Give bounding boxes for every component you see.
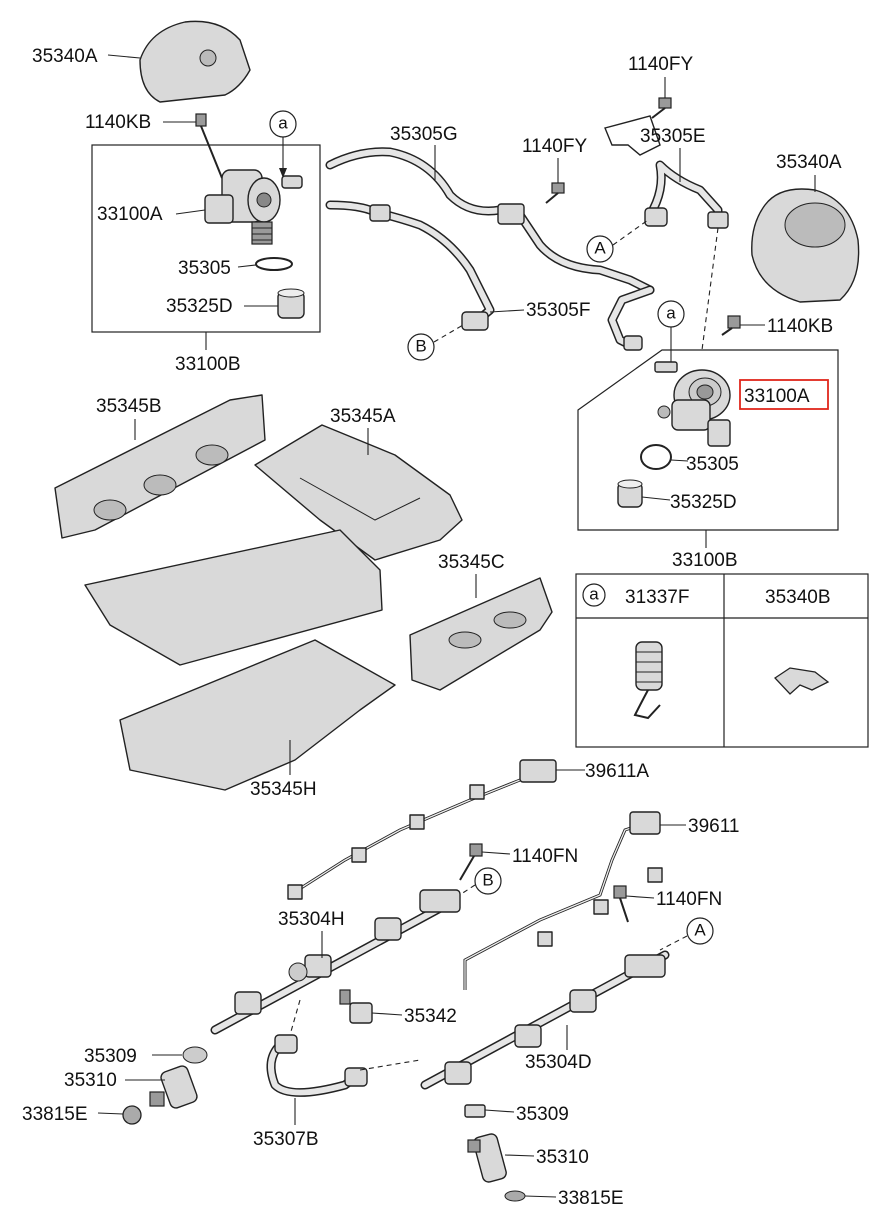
callout-B-lower-text: B bbox=[482, 871, 493, 890]
label-33815E-right: 33815E bbox=[558, 1188, 624, 1209]
label-33100A-right: 33100A bbox=[744, 386, 810, 407]
seal-33815E-right bbox=[504, 1190, 526, 1202]
callout-A-mid bbox=[586, 235, 614, 263]
engine-cover-top-left bbox=[139, 20, 251, 103]
connector-31337F-icon bbox=[633, 641, 663, 720]
callout-a-right-text: a bbox=[666, 304, 676, 323]
cover-35345H bbox=[119, 639, 396, 791]
fuel-rail-35304H bbox=[210, 889, 461, 1035]
label-33100A-left: 33100A bbox=[97, 204, 163, 225]
wiring-harness-39611A bbox=[287, 759, 557, 900]
injector-clip-35309-left bbox=[182, 1046, 208, 1064]
label-35305-left: 35305 bbox=[178, 258, 231, 279]
box-33100B-right bbox=[577, 349, 839, 531]
pipe-to-right-pump bbox=[607, 285, 655, 351]
label-35305G: 35305G bbox=[390, 124, 458, 145]
callout-B-lower bbox=[474, 867, 502, 895]
label-35305F: 35305F bbox=[526, 300, 590, 321]
fuel-pipe-35305E bbox=[604, 115, 729, 229]
callout-A-mid-text: A bbox=[594, 239, 606, 258]
bolt-1140FN-b bbox=[613, 885, 629, 923]
callout-a-left-text: a bbox=[278, 114, 288, 133]
bolt-1140FY-top bbox=[651, 97, 672, 119]
high-pressure-fuel-pump-left bbox=[204, 169, 303, 245]
label-39611: 39611 bbox=[688, 816, 739, 837]
cover-35345A bbox=[254, 424, 463, 561]
table-callout-a: a bbox=[589, 585, 599, 604]
label-35310-left: 35310 bbox=[64, 1070, 117, 1091]
bolt-1140KB-top bbox=[195, 113, 223, 179]
label-33100B-right: 33100B bbox=[672, 550, 738, 571]
callout-A-lower bbox=[686, 917, 714, 945]
label-39611A: 39611A bbox=[585, 761, 649, 782]
bolt-1140KB-right bbox=[721, 315, 741, 336]
label-35340A-top: 35340A bbox=[32, 46, 98, 67]
crossover-pipe-35307B bbox=[266, 1034, 368, 1097]
bolt-1140FN-a bbox=[459, 843, 483, 881]
wiring-harness-39611 bbox=[463, 811, 663, 990]
label-35304D: 35304D bbox=[525, 1052, 592, 1073]
label-35345A: 35345A bbox=[330, 406, 396, 427]
engine-cover-right bbox=[751, 188, 860, 303]
table-col-35340B: 35340B bbox=[765, 587, 831, 608]
high-pressure-fuel-pump-right bbox=[654, 361, 731, 447]
label-35309-left: 35309 bbox=[84, 1046, 137, 1067]
table-col-31337F: 31337F bbox=[625, 587, 689, 608]
tappet-35325D-left bbox=[277, 288, 305, 319]
pressure-sensor-35342 bbox=[339, 989, 373, 1024]
label-33815E-left: 33815E bbox=[22, 1104, 88, 1125]
label-35345C: 35345C bbox=[438, 552, 505, 573]
fuel-pipe-35305G bbox=[325, 147, 655, 295]
cover-35345C bbox=[409, 577, 553, 691]
cover-35345-main bbox=[84, 529, 383, 666]
label-35305E: 35305E bbox=[640, 126, 706, 147]
label-35325D-right: 35325D bbox=[670, 492, 737, 513]
o-ring-35305-right bbox=[640, 444, 672, 470]
fuel-pipe-35305F bbox=[325, 200, 495, 331]
cover-35345B bbox=[54, 394, 266, 539]
callout-B-mid bbox=[407, 333, 435, 361]
label-35309-right: 35309 bbox=[516, 1104, 569, 1125]
label-35305-right: 35305 bbox=[686, 454, 739, 475]
label-35304H: 35304H bbox=[278, 909, 345, 930]
fuel-rail-35304D bbox=[420, 950, 670, 1090]
label-35310-right: 35310 bbox=[536, 1147, 589, 1168]
label-35307B: 35307B bbox=[253, 1129, 319, 1150]
injector-clip-35309-right bbox=[464, 1104, 486, 1118]
label-1140KB-right: 1140KB bbox=[767, 316, 833, 337]
callout-B-mid-text: B bbox=[415, 337, 426, 356]
label-35345B: 35345B bbox=[96, 396, 162, 417]
tappet-35325D-right bbox=[617, 479, 643, 508]
label-35340A-right: 35340A bbox=[776, 152, 842, 173]
label-35345H: 35345H bbox=[250, 779, 317, 800]
bolt-1140FY-mid bbox=[545, 182, 565, 204]
label-1140FY-top: 1140FY bbox=[628, 54, 693, 75]
o-ring-35305-left bbox=[255, 257, 293, 271]
highlight-33100A bbox=[739, 379, 829, 410]
label-33100B-left: 33100B bbox=[175, 354, 241, 375]
callout-A-lower-text: A bbox=[694, 921, 706, 940]
injector-35310-left bbox=[149, 1065, 198, 1109]
clip-35340B-icon bbox=[774, 667, 830, 695]
label-35325D-left: 35325D bbox=[166, 296, 233, 317]
label-1140FY-mid: 1140FY bbox=[522, 136, 587, 157]
label-1140FN-a: 1140FN bbox=[512, 846, 578, 867]
seal-33815E-left bbox=[122, 1105, 142, 1125]
label-1140FN-b: 1140FN bbox=[656, 889, 722, 910]
label-1140KB-top: 1140KB bbox=[85, 112, 151, 133]
injector-35310-right bbox=[467, 1133, 507, 1183]
parts-table: a 31337F 35340B bbox=[575, 573, 869, 748]
label-35342: 35342 bbox=[404, 1006, 457, 1027]
